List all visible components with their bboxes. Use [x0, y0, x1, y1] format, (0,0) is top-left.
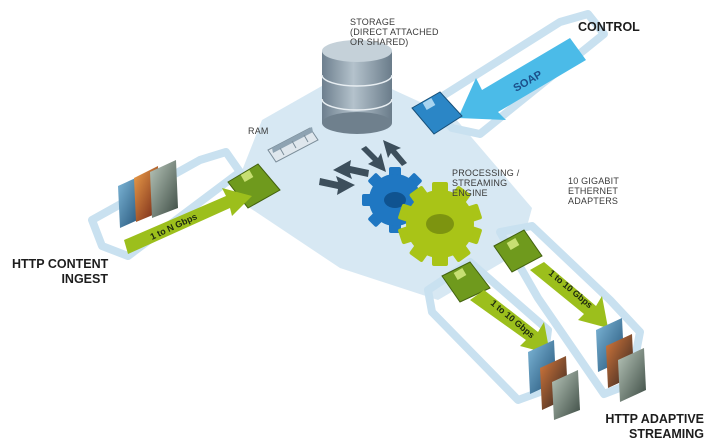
output-arrow-right-icon: [530, 262, 608, 328]
ingest-rail: [88, 148, 244, 260]
storage-cylinder-icon: [321, 40, 393, 134]
ingest-label: HTTP CONTENT INGEST: [12, 257, 109, 286]
ethernet-label: 10 GIGABIT ETHERNET ADAPTERS: [568, 176, 620, 206]
dataflow-arrows: [319, 140, 407, 195]
network-card-icon: [411, 91, 463, 135]
video-frames-icon: [118, 160, 178, 228]
streaming-label: HTTP ADAPTIVE STREAMING: [605, 412, 704, 441]
ram-label: RAM: [248, 126, 269, 136]
output-arrow-left-icon: [470, 290, 550, 354]
network-card-icon: [441, 261, 491, 303]
storage-label: STORAGE (DIRECT ATTACHED OR SHARED): [350, 17, 439, 47]
video-frames-icon: [528, 340, 580, 420]
soap-arrow-icon: [458, 38, 586, 120]
control-label: CONTROL: [578, 20, 640, 34]
ram-module-icon: [267, 127, 319, 163]
green-gear-icon: [398, 182, 482, 266]
ingest-arrow-icon: [124, 188, 252, 254]
processing-label: PROCESSING / STREAMING ENGINE: [452, 168, 520, 198]
control-rail: [426, 10, 608, 138]
video-frames-icon: [596, 318, 646, 402]
network-card-icon: [493, 229, 543, 273]
